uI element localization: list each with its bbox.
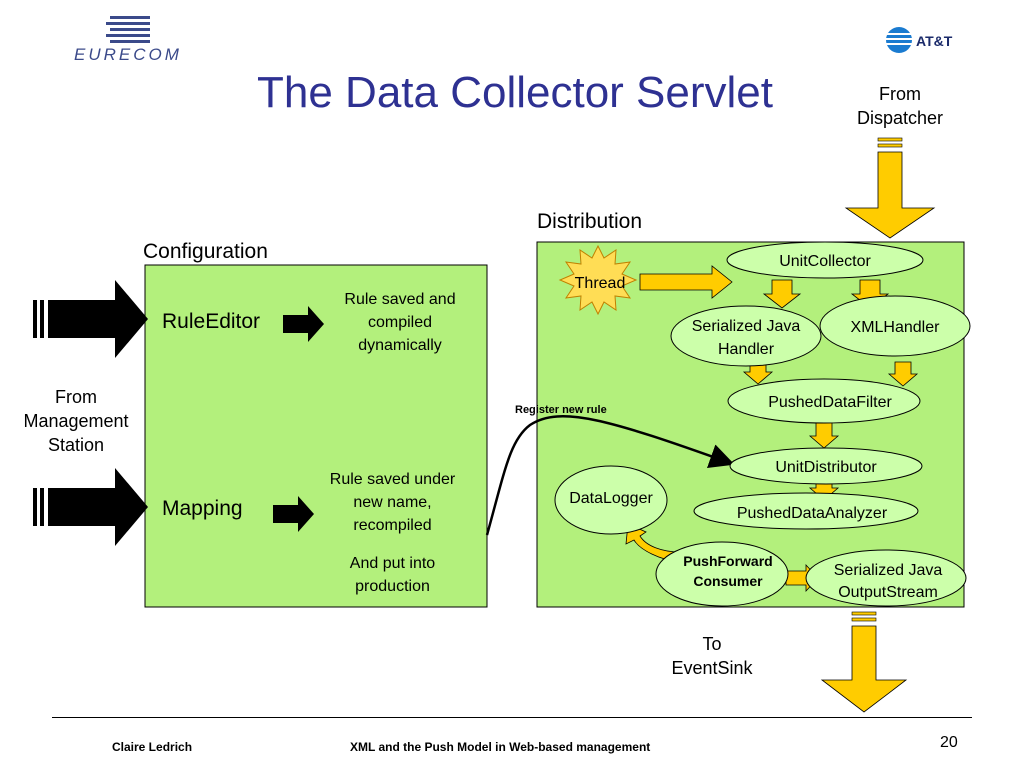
serialized-handler-label-2: Handler (718, 341, 775, 358)
collector-to-serialized-arrow (762, 279, 802, 309)
serialized-output-label-1: Serialized Java (834, 562, 943, 579)
page-number: 20 (940, 734, 958, 751)
rule-editor-label: RuleEditor (162, 310, 261, 333)
data-logger-label: DataLogger (569, 490, 653, 507)
filter-to-distributor-arrow (808, 421, 840, 449)
thread-star-icon (558, 244, 638, 316)
rule-saved-text: Rule saved and compiled dynamically (344, 291, 456, 354)
thread-arrow (639, 265, 733, 299)
serialized-output-node (805, 549, 967, 607)
footer-divider (52, 717, 972, 718)
footer-title: XML and the Push Model in Web-based mana… (350, 740, 651, 754)
from-dispatcher-label: From Dispatcher (856, 84, 944, 128)
management-arrow-bottom (33, 468, 148, 546)
management-arrow-top (33, 280, 148, 358)
att-globe-icon (886, 27, 912, 53)
put-production-text: And put into production (349, 555, 436, 595)
from-management-label: From Management Station (23, 387, 129, 455)
eurecom-wordmark: EURECOM (74, 45, 182, 64)
configuration-heading: Configuration (143, 240, 268, 263)
unit-collector-node (726, 241, 924, 279)
register-rule-curve (485, 415, 735, 536)
pushforward-consumer-node (655, 541, 789, 607)
from-dispatcher-arrow (844, 137, 936, 239)
slide-title: The Data Collector Servlet (257, 68, 773, 117)
xml-to-filter-arrow (887, 361, 919, 387)
eurecom-stripes-icon: EURECOM (74, 16, 182, 64)
xml-handler-node (819, 295, 971, 357)
serialized-handler-label-1: Serialized Java (692, 318, 801, 335)
pushforward-label-1: PushForward (683, 553, 772, 569)
unit-distributor-node (729, 447, 923, 485)
xml-handler-label: XMLHandler (851, 319, 941, 336)
to-eventsink-label: To EventSink (671, 634, 753, 678)
att-wordmark: AT&T (916, 33, 953, 49)
unit-collector-label: UnitCollector (779, 253, 871, 270)
distribution-heading: Distribution (537, 210, 643, 233)
pushed-analyzer-label: PushedDataAnalyzer (737, 505, 888, 522)
pushed-filter-label: PushedDataFilter (768, 394, 892, 411)
pushforward-label-2: Consumer (693, 573, 763, 589)
pushed-filter-node (727, 378, 921, 424)
rule-saved-new-text: Rule saved under new name, recompiled (329, 471, 456, 534)
unit-distributor-label: UnitDistributor (775, 459, 877, 476)
data-logger-node (554, 465, 668, 535)
att-logo: AT&T (884, 26, 964, 56)
to-eventsink-arrow (820, 611, 908, 713)
thread-label: Thread (575, 275, 626, 292)
rule-editor-arrow (283, 306, 324, 342)
eurecom-logo: EURECOM (70, 14, 200, 64)
mapping-label: Mapping (162, 497, 243, 520)
serialized-handler-node (670, 305, 822, 367)
footer-author: Claire Ledrich (112, 740, 193, 754)
serialized-output-label-2: OutputStream (838, 584, 938, 601)
mapping-arrow (273, 496, 314, 532)
pushed-analyzer-node (693, 492, 919, 530)
register-rule-label: Register new rule (515, 404, 607, 416)
